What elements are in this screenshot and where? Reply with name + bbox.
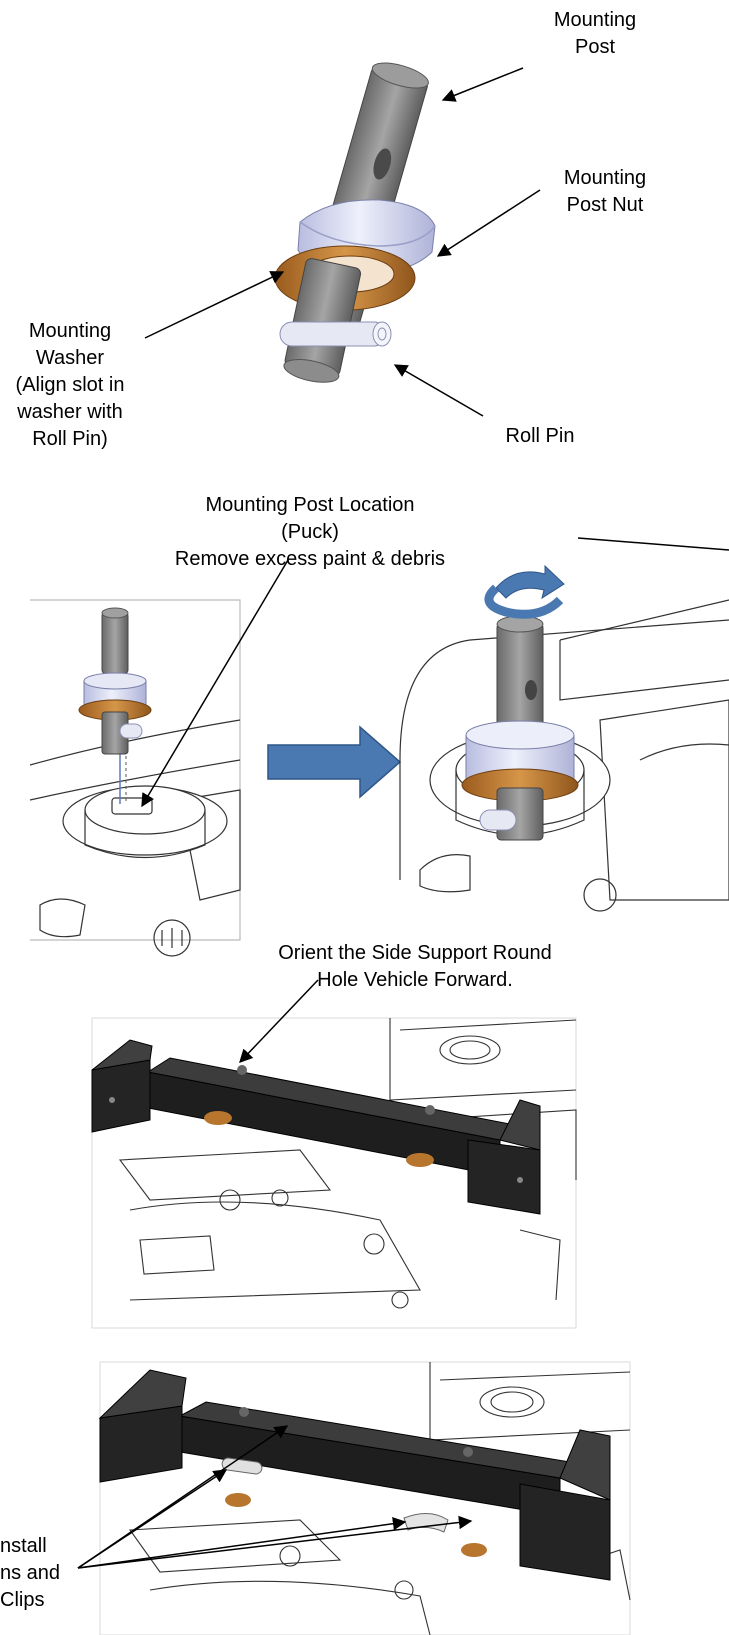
direction-arrow	[267, 725, 402, 799]
side-support-bracket	[91, 1039, 541, 1215]
arrow-mounting-post	[441, 67, 524, 102]
arrow-mounting-washer	[144, 271, 285, 339]
side-support-bracket-installed	[98, 1369, 611, 1581]
label-orient-side-support: Orient the Side Support Round Hole Vehic…	[278, 942, 552, 991]
arrow-post-location	[141, 559, 289, 808]
puck-left-view	[29, 599, 241, 957]
chassis-view-3	[91, 1017, 577, 1329]
mounting-post-assembly	[274, 62, 436, 383]
leader-line	[577, 537, 729, 551]
post-left-view	[78, 607, 152, 804]
arrow-mounting-post-nut	[436, 189, 541, 257]
rotate-arrow-icon	[495, 564, 565, 600]
label-mounting-post-location: Mounting Post Location (Puck) Remove exc…	[174, 494, 446, 570]
label-roll-pin: Roll Pin	[505, 425, 575, 447]
post-right-view	[461, 615, 579, 841]
arrow-orient	[239, 979, 319, 1063]
label-mounting-post: Mounting Post	[553, 9, 637, 58]
label-mounting-post-nut: Mounting Post Nut	[563, 167, 647, 216]
chassis-view-4	[99, 1361, 631, 1635]
label-install-pins-clips: nstall ns and Clips	[0, 1535, 61, 1611]
label-mounting-washer: Mounting Washer (Align slot in washer wi…	[15, 320, 125, 450]
install-leaders	[77, 1425, 473, 1569]
arrow-roll-pin	[393, 364, 484, 417]
